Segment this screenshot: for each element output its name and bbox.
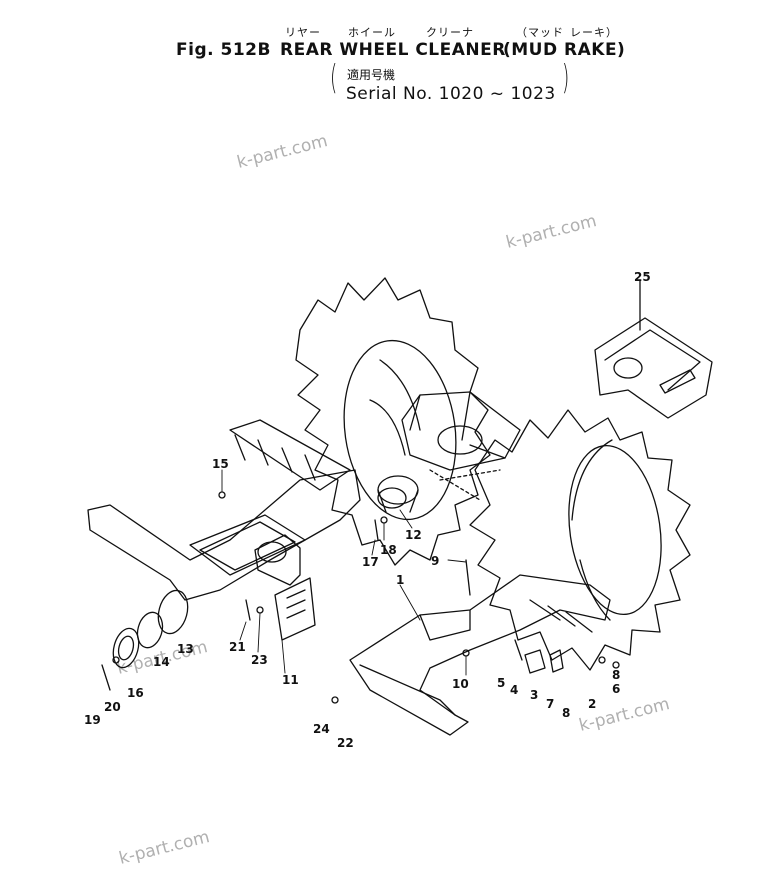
callout-20: 20 <box>104 700 121 714</box>
axle-housing-drawing <box>402 392 520 500</box>
ruby-rear: リヤー <box>285 26 321 39</box>
applicable-models-label: 適用号機 <box>347 68 396 82</box>
callout-3: 3 <box>530 688 539 702</box>
callout-19: 19 <box>84 713 101 727</box>
callout-12: 12 <box>405 528 422 542</box>
rings-drawing <box>109 587 192 670</box>
ruby-mud: （マッド <box>516 26 564 39</box>
callout-5: 5 <box>497 676 506 690</box>
right-rake-assembly-drawing <box>350 575 610 735</box>
hardware-drawing <box>102 492 619 703</box>
callout-8b: 8 <box>612 668 621 682</box>
page-subtitle: (MUD RAKE) <box>503 40 626 60</box>
ruby-wheel: ホイール <box>348 26 396 39</box>
left-rake-assembly-drawing <box>88 420 360 600</box>
figure-number: Fig. 512B <box>176 40 271 60</box>
left-tire-drawing <box>296 278 490 565</box>
callout-16: 16 <box>127 686 144 700</box>
callout-7: 7 <box>546 697 555 711</box>
callout-22: 22 <box>337 736 354 750</box>
callout-24: 24 <box>313 722 330 736</box>
hub-12-drawing <box>378 476 418 512</box>
bracket-25-drawing <box>595 280 712 418</box>
callout-25: 25 <box>634 270 651 284</box>
ruby-rake: レーキ） <box>570 26 618 39</box>
callout-2: 2 <box>588 697 597 711</box>
callout-8: 8 <box>562 706 571 720</box>
callout-6: 6 <box>612 682 621 696</box>
callout-18: 18 <box>380 543 397 557</box>
serial-range: Serial No. 1020 ~ 1023 <box>346 84 556 104</box>
callout-14: 14 <box>153 655 170 669</box>
callout-1: 1 <box>396 573 405 587</box>
serial-open-paren: ( <box>330 58 338 98</box>
callout-4: 4 <box>510 683 519 697</box>
serial-close-paren: ) <box>562 58 570 98</box>
leader-lines <box>222 283 640 675</box>
right-tire-drawing <box>470 410 690 670</box>
callout-10: 10 <box>452 677 469 691</box>
callout-17: 17 <box>362 555 379 569</box>
callout-23: 23 <box>251 653 268 667</box>
page-title: REAR WHEEL CLEANER <box>280 40 506 60</box>
callout-13: 13 <box>177 642 194 656</box>
callout-15: 15 <box>212 457 229 471</box>
callout-11: 11 <box>282 673 299 687</box>
ruby-cleaner: クリーナ <box>426 26 474 39</box>
callout-9: 9 <box>431 554 440 568</box>
callout-21: 21 <box>229 640 246 654</box>
plate-11-drawing <box>255 535 315 640</box>
